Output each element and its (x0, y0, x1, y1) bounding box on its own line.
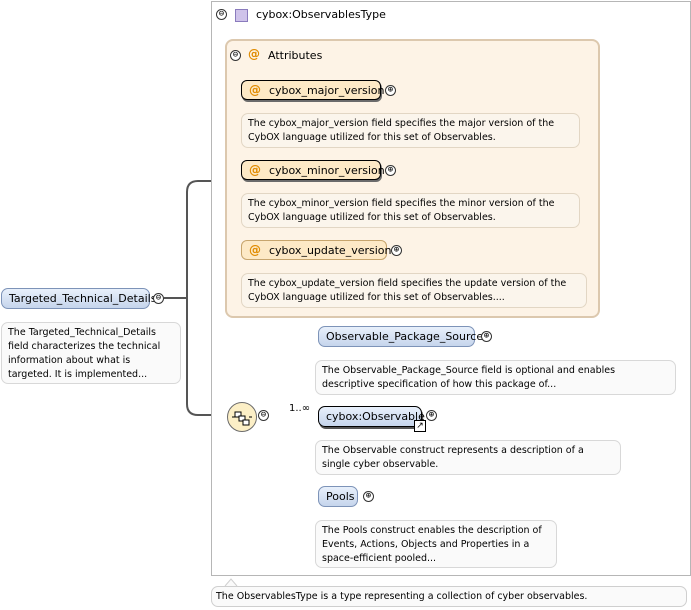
complex-type-icon (235, 9, 248, 22)
sequence-collapse-icon[interactable]: ⊖ (258, 410, 269, 421)
expand-icon[interactable]: ⊕ (385, 165, 396, 176)
expand-icon[interactable]: ⊕ (385, 85, 396, 96)
pools-element[interactable]: Pools (318, 486, 358, 507)
expand-icon[interactable]: ⊕ (363, 491, 374, 502)
targeted-technical-details-element[interactable]: Targeted_Technical_Details (1, 288, 156, 309)
attribute-description: The cybox_minor_version field specifies … (241, 193, 580, 228)
attributes-group: ⊖ @ Attributes @ cybox_major_version ⊕ T… (225, 39, 600, 318)
expand-icon[interactable]: ⊕ (391, 245, 402, 256)
attribute-marker-icon: @ (249, 243, 261, 257)
attributes-collapse-icon[interactable]: ⊖ (230, 50, 241, 61)
type-description: The ObservablesType is a type representi… (211, 586, 687, 607)
attribute-label: cybox_minor_version (269, 163, 385, 177)
sequence-multiplicity: 1..∞ (289, 403, 311, 414)
attribute-cybox-major-version[interactable]: @ cybox_major_version (241, 80, 385, 100)
root-element-description: The Targeted_Technical_Details field cha… (1, 322, 181, 384)
attribute-marker-icon: @ (248, 47, 260, 61)
attribute-label: cybox_update_version (269, 243, 392, 257)
type-collapse-icon[interactable]: ⊖ (216, 9, 227, 20)
element-label: cybox:Observable (326, 410, 425, 423)
reference-arrow-icon: ↗ (414, 420, 426, 432)
element-label: Observable_Package_Source (326, 330, 484, 343)
attribute-marker-icon: @ (249, 83, 261, 97)
type-title: cybox:ObservablesType (256, 8, 386, 21)
sequence-compositor-icon[interactable] (227, 402, 257, 432)
cybox-observable-element[interactable]: cybox:Observable (318, 406, 425, 427)
element-label: Targeted_Technical_Details (9, 292, 157, 305)
attribute-cybox-minor-version[interactable]: @ cybox_minor_version (241, 160, 385, 180)
attribute-cybox-update-version[interactable]: @ cybox_update_version (241, 240, 392, 260)
root-collapse-icon[interactable]: ⊖ (153, 293, 164, 304)
attribute-label: cybox_major_version (269, 83, 385, 97)
element-description: The Pools construct enables the descript… (315, 520, 557, 568)
element-label: Pools (326, 490, 355, 503)
expand-icon[interactable]: ⊕ (426, 410, 437, 421)
attribute-description: The cybox_update_version field specifies… (241, 273, 587, 308)
attributes-title: Attributes (268, 49, 323, 62)
expand-icon[interactable]: ⊕ (481, 331, 492, 342)
element-description: The Observable_Package_Source field is o… (315, 360, 676, 395)
attribute-description: The cybox_major_version field specifies … (241, 113, 580, 148)
element-description: The Observable construct represents a de… (315, 440, 621, 475)
observable-package-source-element[interactable]: Observable_Package_Source (318, 326, 483, 347)
attribute-marker-icon: @ (249, 163, 261, 177)
